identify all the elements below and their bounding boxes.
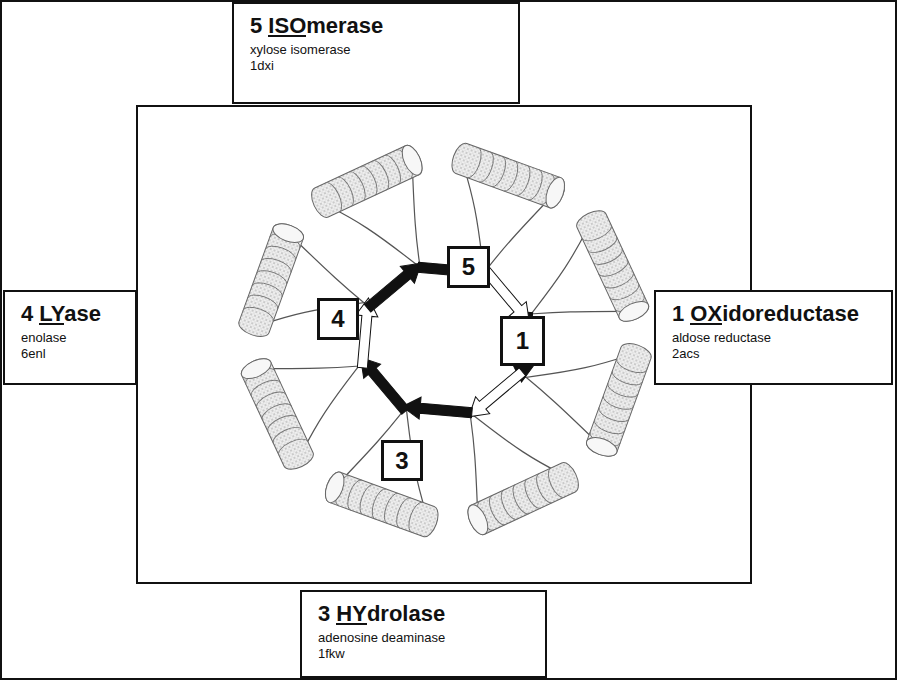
pdb-code: 6enl <box>21 346 121 362</box>
loop-lines <box>254 158 636 521</box>
callout-number-box: 1 <box>500 316 545 366</box>
enzyme-name: aldose reductase <box>672 330 877 346</box>
underline <box>268 35 306 37</box>
enzyme-class-heading: 4 LYase <box>21 300 121 328</box>
callout-number-box: 5 <box>447 246 490 288</box>
enzyme-class-box: 4 LYase enolase6enl <box>3 290 137 385</box>
enzyme-class-heading: 3 HYdrolase <box>318 600 531 628</box>
enzyme-name: xylose isomerase <box>250 42 504 58</box>
underline <box>39 323 64 325</box>
callout-number-box: 4 <box>317 298 359 340</box>
enzyme-name: adenosine deaminase <box>318 630 531 646</box>
callout-number: 5 <box>462 254 475 280</box>
pdb-code: 2acs <box>672 346 877 362</box>
callout-number: 3 <box>395 448 408 474</box>
enzyme-class-heading: 5 ISOmerase <box>250 12 504 40</box>
enzyme-class-box: 1 OXidoreductase aldose reductase2acs <box>654 290 893 385</box>
pdb-code: 1dxi <box>250 58 504 74</box>
callout-number: 1 <box>516 328 529 354</box>
alpha-helices <box>236 141 653 540</box>
underline <box>690 323 722 325</box>
enzyme-class-box: 3 HYdrolase adenosine deaminase1fkw <box>300 590 547 678</box>
enzyme-class-heading: 1 OXidoreductase <box>672 300 877 328</box>
pdb-code: 1fkw <box>318 646 531 662</box>
callout-number-box: 3 <box>381 440 423 481</box>
underline <box>336 623 367 625</box>
enzyme-class-box: 5 ISOmerase xylose isomerase1dxi <box>232 2 520 104</box>
callout-number: 4 <box>331 306 344 332</box>
enzyme-name: enolase <box>21 330 121 346</box>
